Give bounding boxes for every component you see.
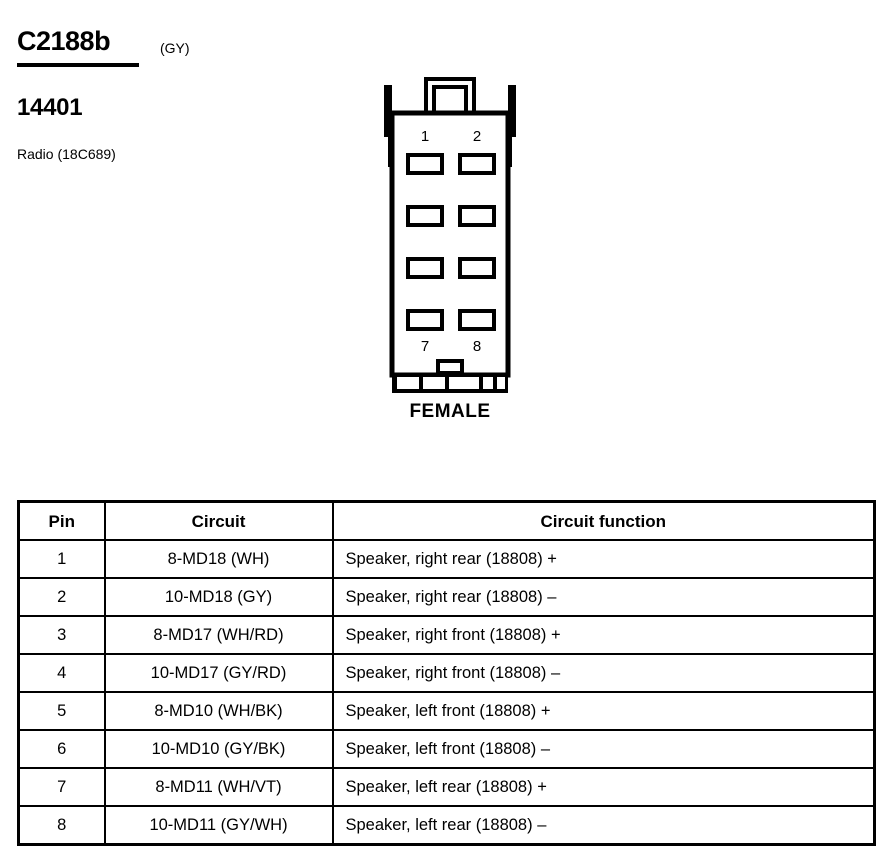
bottom-center-tab bbox=[436, 359, 464, 375]
cavity-slot bbox=[406, 257, 444, 279]
connector-id: C2188b bbox=[17, 26, 111, 56]
top-latch-tab bbox=[424, 77, 476, 117]
pin-number-bottom-right: 8 bbox=[473, 338, 481, 355]
part-number: 14401 bbox=[17, 94, 83, 121]
cell-circuit: 8-MD17 (WH/RD) bbox=[103, 615, 334, 655]
cell-pin: 1 bbox=[17, 539, 106, 579]
cell-circuit-function: Speaker, right rear (18808) + bbox=[331, 539, 876, 579]
connector-diagram: 1 2 7 8 FEMALE bbox=[370, 75, 530, 425]
table-header: Pin Circuit Circuit function bbox=[17, 500, 876, 541]
column-header-pin: Pin bbox=[17, 500, 106, 541]
cavity-slot bbox=[458, 257, 496, 279]
cavity-slot bbox=[458, 153, 496, 175]
cell-pin: 3 bbox=[17, 615, 106, 655]
cell-circuit: 10-MD17 (GY/RD) bbox=[103, 653, 334, 693]
cell-circuit-function: Speaker, left front (18808) – bbox=[331, 729, 876, 769]
cell-circuit-function: Speaker, left rear (18808) + bbox=[331, 767, 876, 807]
pin-number-top-left: 1 bbox=[421, 128, 429, 145]
connector-id-underline bbox=[17, 63, 139, 67]
cell-circuit-function: Speaker, right front (18808) + bbox=[331, 615, 876, 655]
cell-circuit-function: Speaker, left front (18808) + bbox=[331, 691, 876, 731]
table-header-row: Pin Circuit Circuit function bbox=[17, 500, 876, 541]
connector-gender-label: FEMALE bbox=[409, 401, 491, 422]
cell-pin: 2 bbox=[17, 577, 106, 617]
cell-circuit-function: Speaker, right front (18808) – bbox=[331, 653, 876, 693]
cell-circuit: 8-MD10 (WH/BK) bbox=[103, 691, 334, 731]
cavity-slot bbox=[458, 309, 496, 331]
column-header-circuit: Circuit bbox=[103, 500, 334, 541]
connector-illustration: 1 2 7 8 bbox=[384, 77, 516, 393]
cavity-slot bbox=[406, 153, 444, 175]
cell-circuit-function: Speaker, left rear (18808) – bbox=[331, 805, 876, 846]
cavity-slot bbox=[406, 205, 444, 227]
cell-circuit-function: Speaker, right rear (18808) – bbox=[331, 577, 876, 617]
bottom-terminal-strip bbox=[392, 373, 508, 393]
component-name: Radio (18C689) bbox=[17, 146, 116, 162]
pin-number-bottom-left: 7 bbox=[421, 338, 429, 355]
connector-header: C2188b (GY) 14401 Radio (18C689) bbox=[0, 0, 360, 180]
cell-pin: 8 bbox=[17, 805, 106, 846]
connector-color-code: (GY) bbox=[160, 40, 190, 56]
cell-circuit: 8-MD18 (WH) bbox=[103, 539, 334, 579]
column-header-function: Circuit function bbox=[331, 500, 876, 541]
cell-circuit: 10-MD11 (GY/WH) bbox=[103, 805, 334, 846]
cavity-slot bbox=[406, 309, 444, 331]
cell-pin: 4 bbox=[17, 653, 106, 693]
cell-circuit: 10-MD18 (GY) bbox=[103, 577, 334, 617]
connector-body bbox=[389, 110, 511, 378]
cell-circuit: 10-MD10 (GY/BK) bbox=[103, 729, 334, 769]
cell-pin: 6 bbox=[17, 729, 106, 769]
cell-circuit: 8-MD11 (WH/VT) bbox=[103, 767, 334, 807]
cavity-slot bbox=[458, 205, 496, 227]
pin-number-top-right: 2 bbox=[473, 128, 481, 145]
cell-pin: 7 bbox=[17, 767, 106, 807]
cell-pin: 5 bbox=[17, 691, 106, 731]
